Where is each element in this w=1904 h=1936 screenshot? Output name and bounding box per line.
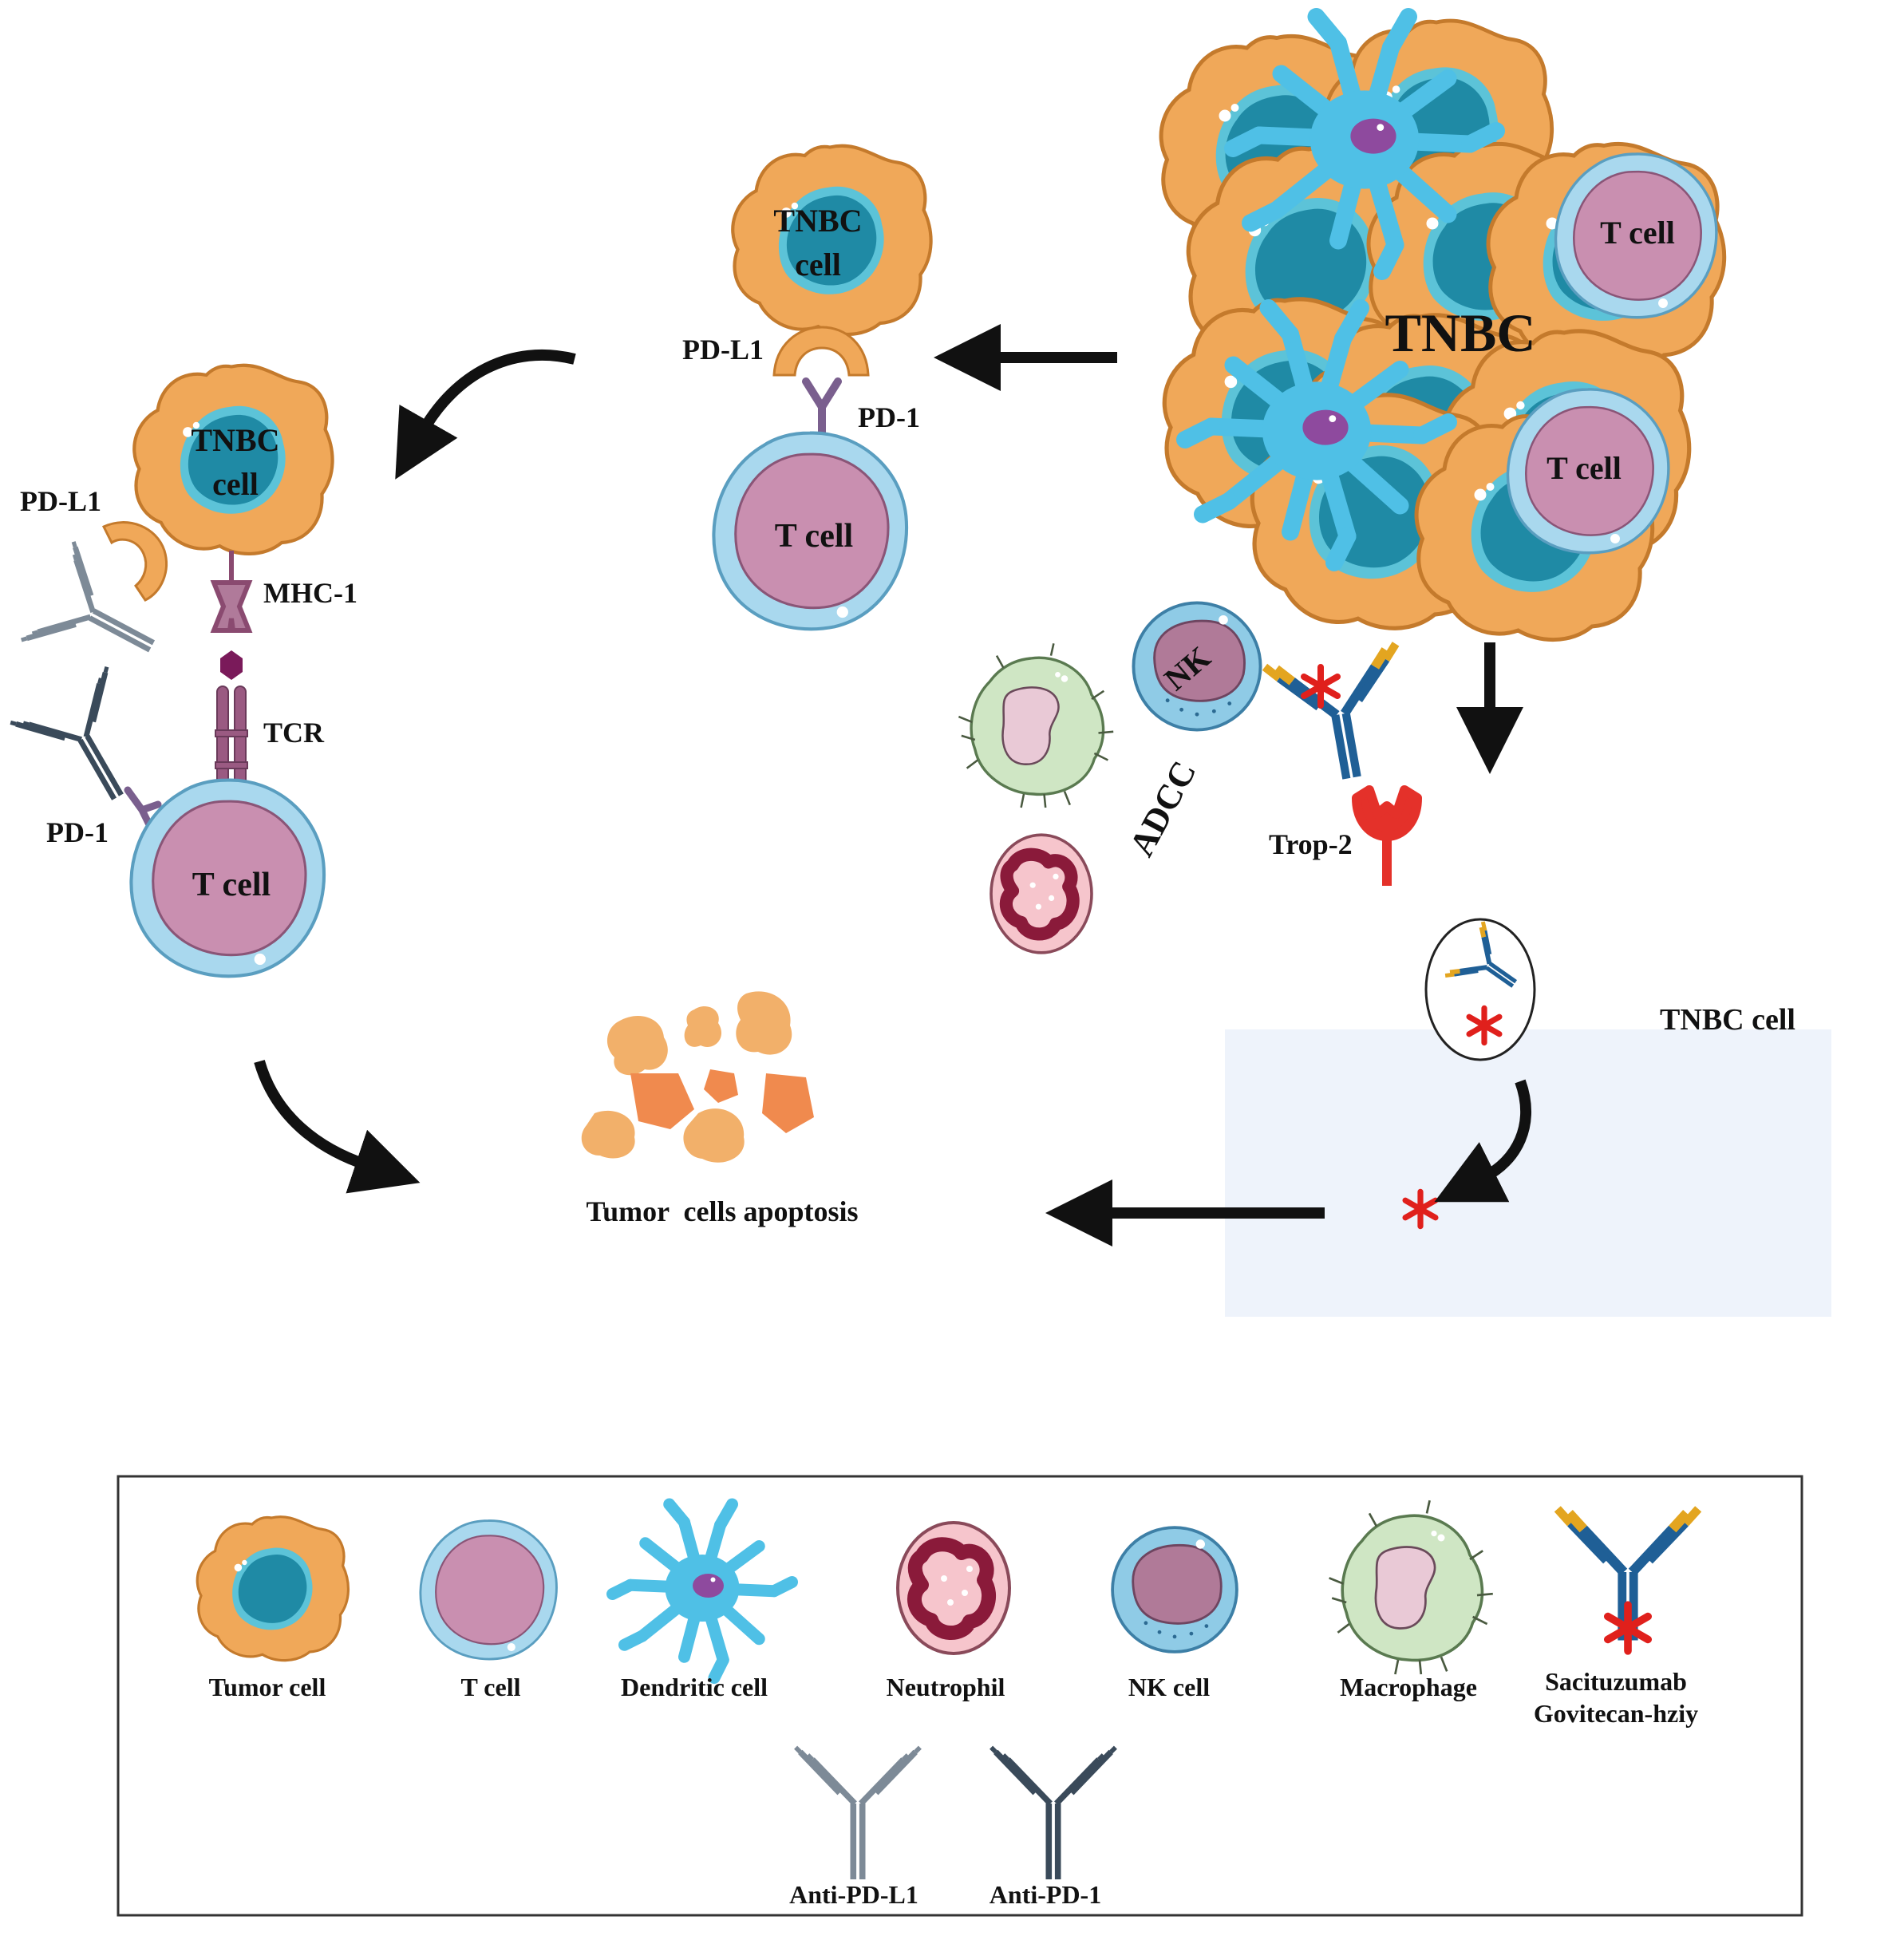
pd-l1-label-top: PD-L1 [682, 334, 764, 365]
tnbc-cell-left [134, 365, 332, 554]
pd-1-label-left: PD-1 [46, 816, 109, 848]
apoptosis-label: Tumor cells apoptosis [586, 1195, 858, 1227]
legend-label-sacituzumab-line1: Sacituzumab [1545, 1667, 1687, 1696]
neutrophil-cell [991, 835, 1092, 953]
mhc-1-label: MHC-1 [263, 577, 357, 609]
neutrophil-icon [898, 1523, 1009, 1654]
legend-label-neutrophil: Neutrophil [887, 1673, 1005, 1701]
tnbc-cell-left-line1: TNBC [191, 422, 279, 458]
pd-l1-label-left: PD-L1 [20, 485, 101, 517]
cluster-t-cell-label-2: T cell [1547, 450, 1622, 486]
flow-arrows [254, 324, 1532, 1247]
arrow-endosome-to-star [1434, 1079, 1532, 1203]
adcc-label: ADCC [1122, 755, 1204, 863]
pd-1-label-top: PD-1 [858, 401, 920, 433]
legend-label-sacituzumab-line2: Govitecan-hziy [1534, 1699, 1698, 1728]
tumor-cell-icon [196, 1515, 350, 1662]
endosome [1424, 918, 1536, 1061]
sacituzumab-antibody-extracellular [1265, 644, 1417, 789]
pd-l1-receptor-top [772, 326, 870, 377]
antigen-peptide [220, 650, 243, 680]
legend-label-macrophage: Macrophage [1340, 1673, 1477, 1701]
tnbc-cell-top-line2: cell [795, 247, 841, 282]
tcr-label: TCR [263, 717, 325, 749]
legend-label-t-cell: T cell [461, 1673, 521, 1701]
cluster-t-cell-label-1: T cell [1600, 215, 1675, 251]
trop-2-receptor [1352, 785, 1422, 886]
mhc-1-molecule [210, 551, 253, 633]
t-cell-icon [419, 1519, 558, 1661]
tnbc-cell-top-line1: TNBC [773, 203, 862, 239]
anti-pd-1-antibody-left [10, 667, 166, 825]
t-cell-top-label: T cell [775, 518, 853, 555]
trop-2-label: Trop-2 [1269, 828, 1353, 860]
tnbc-cell-top [733, 146, 930, 334]
macrophage-cell [957, 642, 1115, 809]
legend-label-anti-pd-l1: Anti-PD-L1 [789, 1880, 918, 1909]
tnbc-cluster-label: TNBC [1385, 302, 1536, 363]
tnbc-cell-cytoplasm [1225, 1029, 1831, 1317]
arrow-synapse-to-apoptosis [254, 1060, 421, 1194]
nk-cell-icon [1111, 1526, 1238, 1654]
legend-label-tumor-cell: Tumor cell [209, 1673, 326, 1701]
tcr-receptor [215, 686, 248, 791]
legend-label-dendritic-cell: Dendritic cell [621, 1673, 768, 1701]
arrow-pd1-to-synapse [395, 349, 576, 480]
tnbc-cell-membrane-label: TNBC cell [1660, 1003, 1795, 1037]
apoptotic-fragments [581, 991, 814, 1163]
legend-label-anti-pd-1: Anti-PD-1 [990, 1880, 1101, 1909]
t-cell-left-label: T cell [192, 867, 271, 903]
legend-label-nk-cell: NK cell [1128, 1673, 1210, 1701]
tnbc-cell-left-line2: cell [212, 466, 259, 502]
pd-l1-receptor-left [101, 521, 168, 602]
